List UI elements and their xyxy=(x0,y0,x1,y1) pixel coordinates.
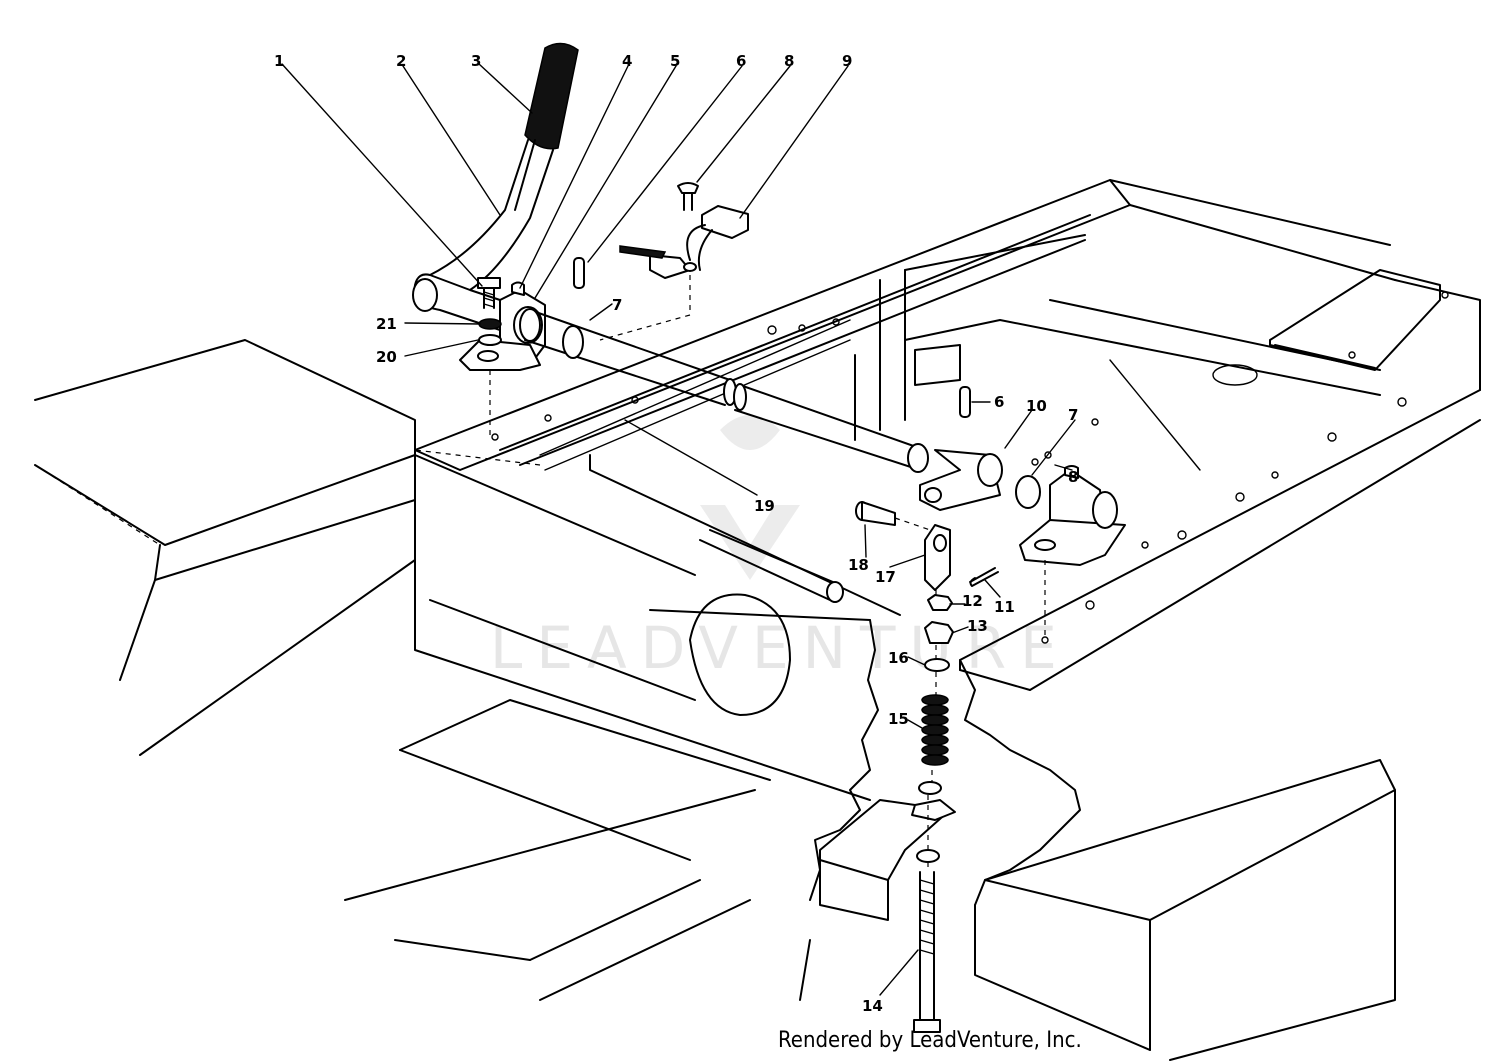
callout-12: 12 xyxy=(962,592,983,610)
hand-grip-part xyxy=(524,42,579,150)
callout-20: 20 xyxy=(376,348,397,366)
callout-17: 17 xyxy=(875,568,896,586)
leader-lines xyxy=(281,63,1076,996)
callout-19: 19 xyxy=(754,497,775,515)
washer-upper-part xyxy=(924,658,950,672)
callout-9: 9 xyxy=(842,52,852,70)
flat-washer-part xyxy=(478,334,502,346)
lock-washer-part xyxy=(478,318,502,330)
watermark: LEADVENTURE xyxy=(490,415,1057,682)
screw-part xyxy=(677,182,699,211)
callout-8-upper: 8 xyxy=(784,52,794,70)
roll-pin-upper xyxy=(573,257,585,289)
callout-labels: 1 2 3 4 5 6 8 9 7 21 20 6 10 7 8 19 18 1… xyxy=(274,52,1078,1015)
callout-7-lower: 7 xyxy=(1068,406,1078,424)
callout-21: 21 xyxy=(376,315,397,333)
callout-10: 10 xyxy=(1026,397,1047,415)
tractor-frame xyxy=(34,179,1481,1061)
callout-15: 15 xyxy=(888,710,909,728)
callout-4: 4 xyxy=(622,52,632,70)
interlock-switch-part xyxy=(619,205,749,279)
callout-13: 13 xyxy=(967,617,988,635)
callout-11: 11 xyxy=(994,598,1015,616)
callout-18: 18 xyxy=(848,556,869,574)
callout-6-lower: 6 xyxy=(994,393,1004,411)
long-bolt-part xyxy=(913,871,941,1033)
washer-bottom-part xyxy=(916,849,940,863)
clevis-pin-part xyxy=(855,501,896,526)
lift-arm-part xyxy=(919,449,1003,511)
roll-pin-lower xyxy=(959,386,971,418)
cotter-pin-part xyxy=(969,567,999,587)
callout-5: 5 xyxy=(670,52,680,70)
washer-lower-part xyxy=(918,781,942,795)
nut-upper-part xyxy=(927,594,953,611)
bolt-part xyxy=(477,277,501,309)
lift-shaft-part xyxy=(519,308,929,473)
render-credit: Rendered by LeadVenture, Inc. xyxy=(778,1028,1082,1053)
callout-2: 2 xyxy=(396,52,406,70)
callout-8-lower: 8 xyxy=(1068,468,1078,486)
clevis-part xyxy=(924,524,951,591)
bearing-bracket-right xyxy=(1019,465,1126,566)
shaft-washer-right xyxy=(1015,475,1041,509)
callout-6-upper: 6 xyxy=(736,52,746,70)
callout-1: 1 xyxy=(274,52,284,70)
spring-part xyxy=(921,694,949,766)
callout-14: 14 xyxy=(862,997,883,1015)
callout-7-upper: 7 xyxy=(612,296,622,314)
nut-lower-part xyxy=(924,621,954,644)
callout-3: 3 xyxy=(471,52,481,70)
spring-plate-part xyxy=(911,799,956,821)
callout-16: 16 xyxy=(888,649,909,667)
